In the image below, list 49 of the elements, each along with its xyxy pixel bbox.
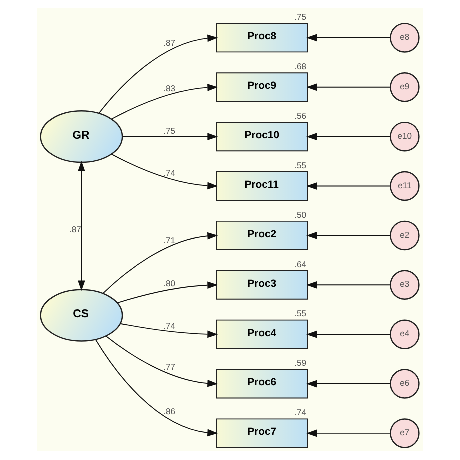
edge-label: .75 [164,126,176,136]
node-circle: e6 [390,369,420,399]
edge-label: .87 [70,224,82,235]
node-circle: e7 [390,418,420,448]
arrow [306,330,392,338]
node-label: .50 [294,210,307,220]
arrow [111,84,218,120]
arrow [306,430,392,438]
edge-label: .87 [164,38,176,48]
node-circle: e8 [390,23,420,53]
arrow [78,161,86,292]
node-circle: e10 [390,122,420,152]
arrow [306,281,392,289]
node-circle: e2 [390,220,420,251]
node-label: .64 [294,259,307,270]
arrow [103,232,218,294]
arrow [306,133,392,140]
node-label: .55 [294,160,307,170]
edge-label: .74 [164,321,176,332]
node-label: .75 [294,12,307,22]
edge-label: .80 [164,278,176,288]
arrow [106,336,218,388]
node-label: .59 [294,358,307,368]
arrow [98,34,218,114]
node-circle: e4 [390,320,420,350]
node-circle: e11 [390,171,420,202]
node-circle: e9 [390,72,420,102]
arrow [111,154,218,190]
node-label: .68 [294,62,307,72]
node-label: .74 [294,408,307,418]
node-label: .55 [294,308,307,319]
arrow [95,339,218,437]
edge-label: .83 [164,83,176,94]
arrow [306,380,392,388]
arrow [122,133,218,140]
edge-label: .71 [164,236,176,246]
arrow [306,34,392,42]
edge-label: .77 [164,362,176,372]
node-ellipse: GR [40,110,124,164]
arrow [306,84,392,92]
arrow [306,232,392,240]
node-label: .56 [294,110,307,121]
arrow [306,182,392,190]
edge-label: .86 [164,406,176,417]
edge-label: .74 [164,168,176,178]
node-ellipse: CS [40,289,124,342]
arrow [117,282,218,304]
node-circle: e3 [390,270,420,300]
arrow [120,323,218,338]
